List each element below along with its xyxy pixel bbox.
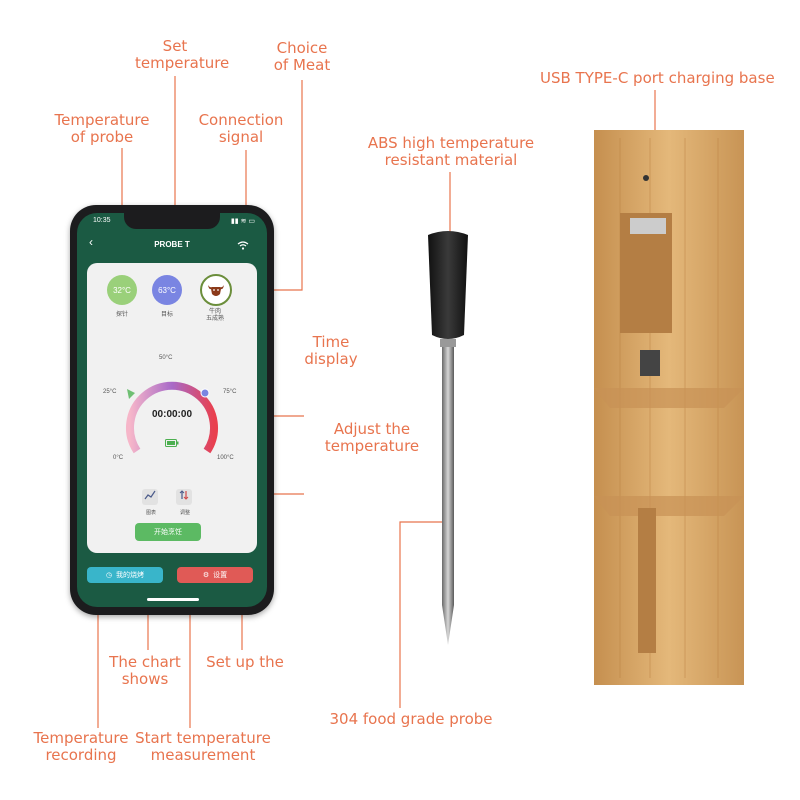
- bamboo-charging-base: [594, 130, 744, 685]
- callout-start-measurement: Start temperature measurement: [134, 730, 272, 764]
- callout-line: of Meat: [273, 56, 331, 74]
- callout-line: display: [304, 350, 358, 368]
- records-icon: ◷: [105, 572, 113, 579]
- probe-groove: [638, 508, 656, 653]
- indicator-led: [643, 175, 649, 181]
- callout-set-temperature: Set temperature: [135, 37, 230, 72]
- settings-label: 设置: [213, 572, 228, 579]
- battery-icon: [165, 439, 179, 447]
- thermometer-probe: [428, 231, 468, 645]
- callout-line: shows: [121, 670, 169, 688]
- callout-line: Connection: [198, 111, 284, 129]
- callout-line: 304 food grade probe: [329, 710, 493, 728]
- callout-set-up-the: Set up the: [202, 654, 288, 671]
- settings-button[interactable]: ⚙ 设置: [177, 567, 253, 583]
- probe-shaft: [442, 347, 454, 645]
- start-cooking-button[interactable]: 开始烹饪: [135, 523, 201, 541]
- callout-line: signal: [218, 128, 264, 146]
- callout-line: Temperature: [54, 111, 150, 129]
- meat-label-1: 牛肉: [208, 309, 221, 315]
- base-step-2: [594, 496, 744, 516]
- wifi-signal-icon: [237, 241, 249, 250]
- target-temp-circle[interactable]: 63°C: [152, 275, 182, 305]
- gauge-arc: [126, 381, 218, 454]
- adjust-label: 调整: [180, 510, 191, 516]
- callout-line: Start temperature: [135, 729, 271, 747]
- home-indicator: [147, 598, 199, 601]
- phone-notch: [124, 213, 220, 229]
- callout-time-display: Time display: [300, 334, 362, 368]
- callout-line: measurement: [150, 746, 256, 764]
- callout-choice-of-meat: Choice of Meat: [262, 40, 342, 74]
- back-icon[interactable]: ‹: [89, 235, 93, 249]
- probe-handle: [428, 231, 468, 339]
- records-button[interactable]: ◷ 我的烧烤: [87, 567, 163, 583]
- callout-line: Adjust the: [333, 420, 411, 438]
- timer-display: 00:00:00: [151, 409, 193, 420]
- temperature-gauge: [126, 381, 218, 454]
- chart-icon: [144, 490, 156, 500]
- chart-button[interactable]: [142, 489, 158, 505]
- gear-icon: ⚙: [202, 572, 210, 579]
- screen-title: PROBE T: [154, 240, 190, 249]
- tick-0: 0°C: [113, 455, 124, 461]
- cow-icon: [208, 285, 224, 296]
- callout-line: USB TYPE-C port charging base: [540, 69, 775, 87]
- callout-line: resistant material: [384, 151, 518, 169]
- callout-line: of probe: [70, 128, 134, 146]
- tick-50: 50°C: [159, 355, 173, 361]
- meat-choice-button[interactable]: [200, 274, 232, 306]
- callout-temperature-of-probe: Temperature of probe: [52, 112, 152, 146]
- callout-line: temperature: [324, 437, 420, 455]
- target-label: 目标: [160, 312, 173, 318]
- phone-mockup: 10:35 ▮▮ ≋ ▭ ‹ PROBE T 32°C 63°C 探针 目标 牛…: [70, 205, 274, 615]
- chart-label: 图表: [146, 510, 157, 516]
- callout-line: recording: [45, 746, 117, 764]
- tick-75: 75°C: [223, 389, 237, 395]
- callout-adjust-temperature: Adjust the temperature: [322, 421, 422, 455]
- callout-chart-shows: The chart shows: [104, 654, 186, 688]
- meat-label-2: 五成熟: [205, 316, 224, 322]
- callout-connection-signal: Connection signal: [194, 112, 288, 146]
- callout-line: Set: [162, 37, 188, 55]
- adjust-button[interactable]: [176, 489, 192, 505]
- probe-temp-circle: 32°C: [107, 275, 137, 305]
- probe-label: 探针: [115, 312, 128, 318]
- callout-abs-material: ABS high temperature resistant material: [366, 135, 536, 169]
- leader-food-probe: [399, 521, 452, 708]
- callout-food-grade-probe: 304 food grade probe: [326, 711, 496, 728]
- probe-card: 32°C 63°C 探针 目标 牛肉 五成熟 50°C 25°C 75°C 0°…: [87, 263, 257, 553]
- callout-usb-base: USB TYPE-C port charging base: [540, 69, 775, 87]
- charging-contact: [630, 218, 666, 234]
- status-icons: ▮▮ ≋ ▭: [230, 218, 255, 225]
- probe-marker-icon: [127, 389, 135, 399]
- callout-line: The chart: [109, 653, 181, 671]
- callout-line: temperature: [135, 54, 230, 72]
- records-label: 我的烧烤: [116, 572, 145, 579]
- callout-line: Choice: [276, 39, 328, 57]
- callout-line: Time: [312, 333, 350, 351]
- usb-type-c-port: [640, 350, 660, 376]
- probe-collar: [440, 339, 456, 347]
- callout-line: ABS high temperature: [367, 134, 535, 152]
- meat-label: 牛肉 五成熟: [195, 309, 235, 323]
- tick-100: 100°C: [217, 455, 234, 461]
- tick-25: 25°C: [103, 389, 117, 395]
- callout-line: Set up the: [206, 653, 284, 671]
- base-step-1: [594, 388, 744, 408]
- callout-temperature-recording: Temperature recording: [30, 730, 132, 764]
- status-time: 10:35: [93, 217, 111, 224]
- callout-line: Temperature: [33, 729, 129, 747]
- adjust-icon: [179, 490, 189, 500]
- target-marker[interactable]: [200, 388, 210, 398]
- app-screen: 10:35 ▮▮ ≋ ▭ ‹ PROBE T 32°C 63°C 探针 目标 牛…: [77, 213, 267, 607]
